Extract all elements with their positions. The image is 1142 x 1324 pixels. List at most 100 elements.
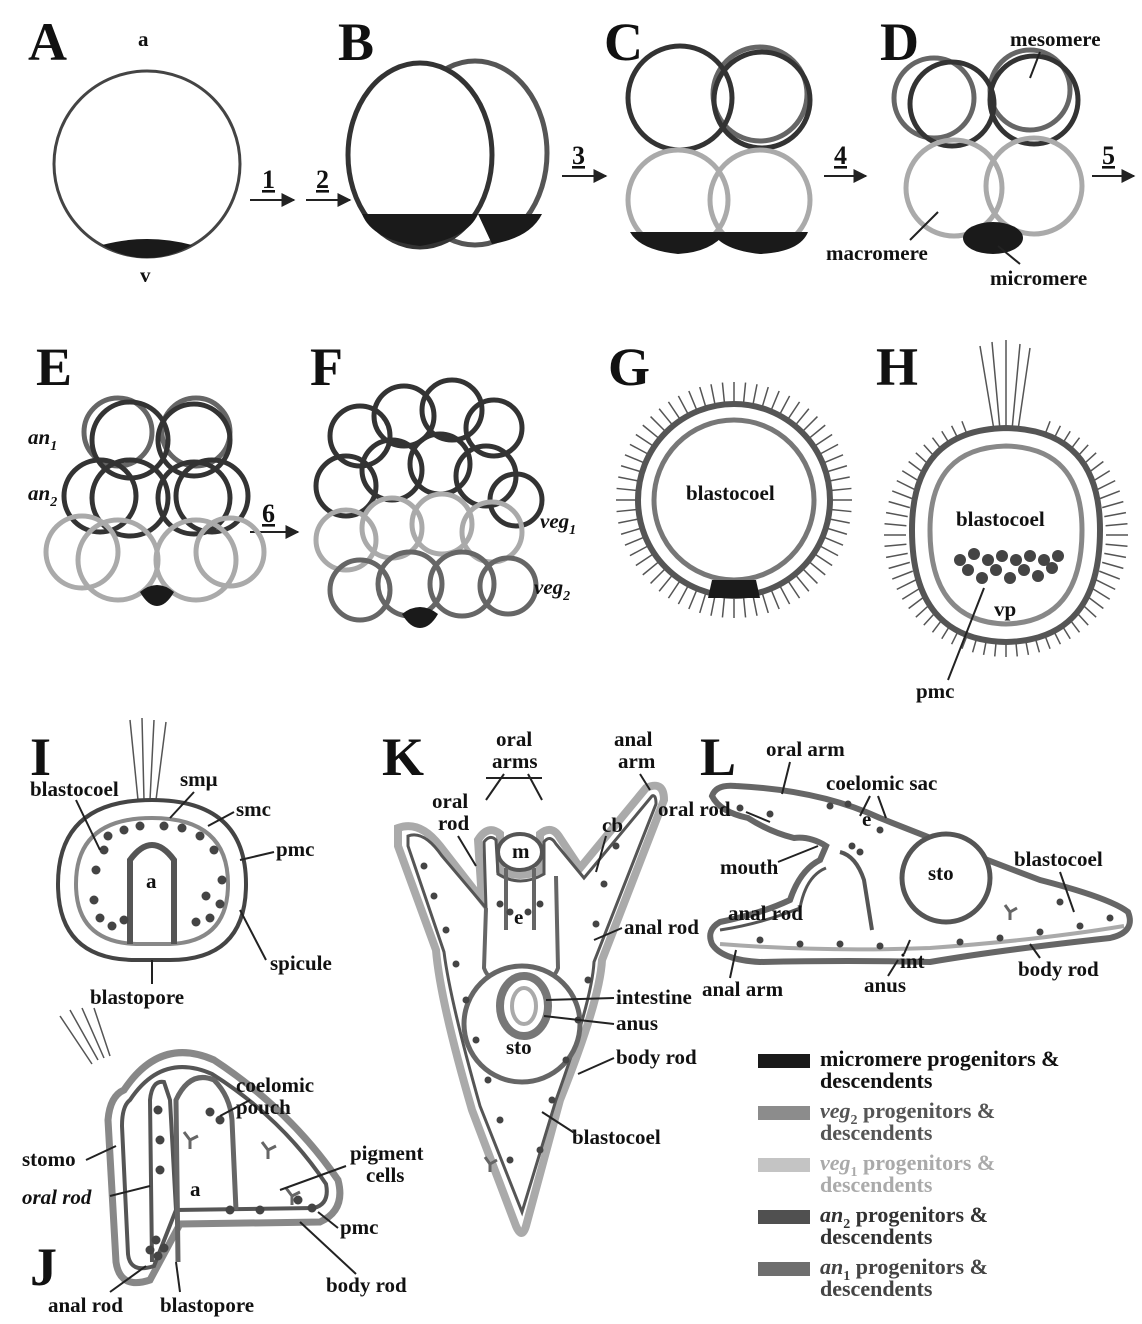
panel-d-sixteen-cell: mesomere macromere micromere xyxy=(826,27,1101,290)
svg-text:blastocoel: blastocoel xyxy=(1014,847,1103,871)
legend-swatch xyxy=(758,1158,810,1172)
veg1-label: veg1 xyxy=(540,509,576,538)
svg-text:blastocoel: blastocoel xyxy=(686,481,775,505)
legend-swatch xyxy=(758,1210,810,1224)
svg-text:mouth: mouth xyxy=(720,855,779,879)
svg-text:4: 4 xyxy=(834,141,847,170)
step-arrow-2: 2 xyxy=(306,165,350,200)
svg-text:blastocoel: blastocoel xyxy=(572,1125,661,1149)
svg-text:smc: smc xyxy=(236,797,271,821)
svg-text:pmc: pmc xyxy=(276,837,315,861)
svg-text:blastopore: blastopore xyxy=(160,1293,254,1317)
panel-label-c: C xyxy=(604,12,643,72)
panel-label-j: J xyxy=(30,1237,57,1297)
svg-text:anal: anal xyxy=(614,727,653,751)
svg-text:pmc: pmc xyxy=(340,1215,379,1239)
step-arrow-1: 1 xyxy=(250,165,294,200)
svg-text:v: v xyxy=(140,263,151,287)
legend-text-line2: descendents xyxy=(820,1068,933,1093)
svg-text:anal rod: anal rod xyxy=(48,1293,123,1317)
svg-text:body rod: body rod xyxy=(326,1273,407,1297)
svg-text:coelomic sac: coelomic sac xyxy=(826,771,937,795)
panel-f-sixty-four-cell: veg1 veg2 xyxy=(316,380,576,628)
svg-text:m: m xyxy=(512,839,530,863)
svg-text:anus: anus xyxy=(616,1011,658,1035)
svg-text:vp: vp xyxy=(994,597,1016,621)
panel-label-h: H xyxy=(876,337,918,397)
svg-text:oral rod: oral rod xyxy=(658,797,731,821)
panel-label-b: B xyxy=(338,12,374,72)
legend-item: veg2 progenitors &descendents xyxy=(758,1098,995,1145)
svg-text:pigment: pigment xyxy=(350,1141,424,1165)
legend-item: micromere progenitors &descendents xyxy=(758,1046,1060,1093)
svg-text:arms: arms xyxy=(492,749,538,773)
legend-item: an2 progenitors &descendents xyxy=(758,1202,988,1249)
panel-label-k: K xyxy=(382,727,424,787)
svg-text:cb: cb xyxy=(602,813,623,837)
svg-text:anal rod: anal rod xyxy=(624,915,699,939)
svg-text:a: a xyxy=(190,1177,201,1201)
veg2-label: veg2 xyxy=(534,575,570,604)
svg-text:stomo: stomo xyxy=(22,1147,76,1171)
legend-text-line2: descendents xyxy=(820,1120,933,1145)
panel-label-e: E xyxy=(36,337,72,397)
panel-label-l: L xyxy=(700,727,736,787)
panel-h-mesenchyme-blastula: blastocoel vp pmc xyxy=(884,340,1128,703)
panel-label-g: G xyxy=(608,337,650,397)
svg-text:body rod: body rod xyxy=(1018,957,1099,981)
svg-text:coelomic: coelomic xyxy=(236,1073,314,1097)
legend-item: veg1 progenitors &descendents xyxy=(758,1150,995,1197)
panel-label-f: F xyxy=(310,337,343,397)
svg-text:anal arm: anal arm xyxy=(702,977,784,1001)
step-arrow-6: 6 xyxy=(250,499,298,532)
svg-text:smμ: smμ xyxy=(180,767,218,791)
svg-text:2: 2 xyxy=(316,165,329,194)
svg-text:a: a xyxy=(146,869,157,893)
svg-text:blastocoel: blastocoel xyxy=(30,777,119,801)
legend-swatch xyxy=(758,1262,810,1276)
legend-text-line2: descendents xyxy=(820,1276,933,1301)
svg-text:cells: cells xyxy=(366,1163,404,1187)
an2-label: an2 xyxy=(28,481,57,510)
svg-text:rod: rod xyxy=(438,811,469,835)
svg-text:mesomere: mesomere xyxy=(1010,27,1101,51)
svg-text:oral: oral xyxy=(432,789,468,813)
panel-i-gastrula: blastocoel smμ smc a pmc spicule blastop… xyxy=(30,718,332,1009)
step-arrow-4: 4 xyxy=(824,141,866,176)
svg-text:blastocoel: blastocoel xyxy=(956,507,1045,531)
svg-text:a: a xyxy=(138,27,149,51)
svg-text:spicule: spicule xyxy=(270,951,332,975)
svg-text:pouch: pouch xyxy=(236,1095,291,1119)
svg-text:macromere: macromere xyxy=(826,241,928,265)
legend-swatch xyxy=(758,1106,810,1120)
legend-item: an1 progenitors &descendents xyxy=(758,1254,988,1301)
svg-text:blastopore: blastopore xyxy=(90,985,184,1009)
svg-text:oral arm: oral arm xyxy=(766,737,845,761)
legend-text-line2: descendents xyxy=(820,1224,933,1249)
svg-text:1: 1 xyxy=(262,165,275,194)
svg-text:anal rod: anal rod xyxy=(728,901,803,925)
panel-label-a: A xyxy=(28,12,67,72)
svg-text:sto: sto xyxy=(928,861,954,885)
panel-b-two-cell xyxy=(348,61,547,247)
svg-text:pmc: pmc xyxy=(916,679,955,703)
svg-text:arm: arm xyxy=(618,749,656,773)
step-arrow-5: 5 xyxy=(1092,141,1134,176)
panel-g-blastula: blastocoel xyxy=(616,382,852,618)
panel-k-pluteus: oral arms anal arm oral rod cb m e anal … xyxy=(398,727,699,1233)
legend-swatch xyxy=(758,1054,810,1068)
svg-text:oral rod: oral rod xyxy=(22,1185,92,1209)
svg-text:e: e xyxy=(862,807,871,831)
svg-text:3: 3 xyxy=(572,141,585,170)
svg-text:oral: oral xyxy=(496,727,532,751)
svg-text:6: 6 xyxy=(262,499,275,528)
panel-e-thirty-two-cell: an1 an2 xyxy=(28,398,264,606)
panel-a-egg: a v xyxy=(54,27,240,287)
legend: micromere progenitors &descendents veg2 p… xyxy=(758,1046,1060,1301)
svg-text:micromere: micromere xyxy=(990,266,1087,290)
panel-j-prism: coelomic pouch stomo oral rod pigment ce… xyxy=(22,1008,424,1317)
step-arrow-3: 3 xyxy=(562,141,606,176)
panel-c-eight-cell xyxy=(628,46,810,254)
svg-text:intestine: intestine xyxy=(616,985,692,1009)
